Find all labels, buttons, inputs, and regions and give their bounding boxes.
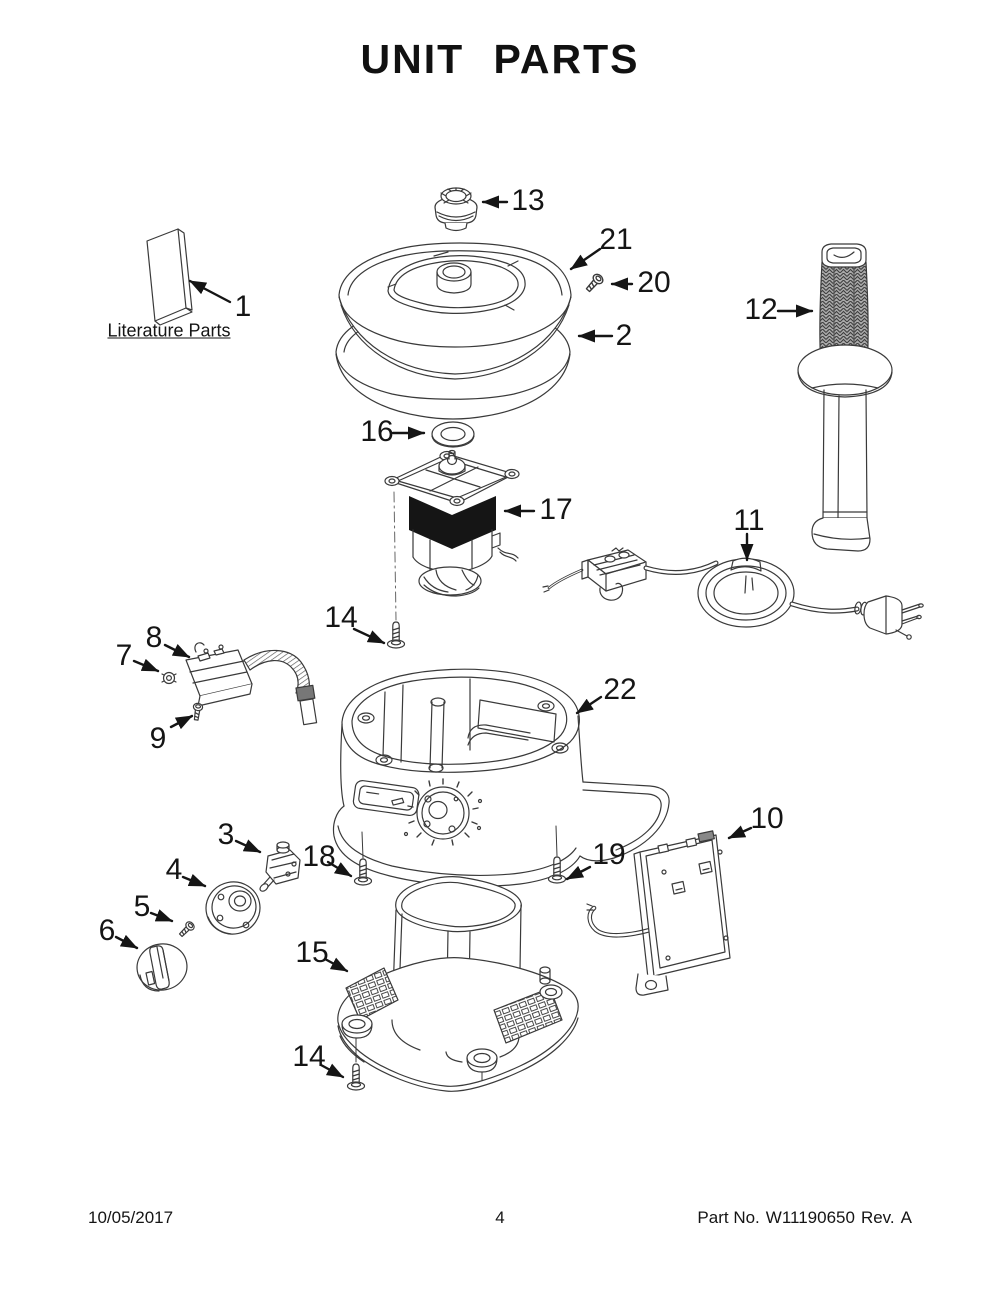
callout-22: 22 — [603, 673, 637, 706]
arrow-4 — [181, 873, 207, 888]
callout-8: 8 — [145, 621, 163, 654]
callout-18: 18 — [302, 840, 336, 873]
arrow-22 — [575, 695, 603, 715]
arrow-9 — [169, 714, 194, 730]
part-18-screw-drawing — [353, 858, 373, 886]
arrow-14-top — [352, 627, 386, 645]
callout-13: 13 — [511, 184, 545, 217]
footer-part-number: W11190650 — [765, 1208, 855, 1227]
part-8-board-drawing — [185, 642, 318, 726]
arrow-1 — [188, 279, 232, 304]
callout-6: 6 — [98, 914, 116, 947]
callout-3: 3 — [217, 818, 235, 851]
arrow-8 — [163, 643, 191, 659]
part-13-cap-drawing — [434, 187, 478, 232]
literature-parts-label: Literature Parts — [107, 320, 231, 341]
arrow-10 — [727, 825, 753, 840]
callout-9: 9 — [149, 722, 167, 755]
callout-10: 10 — [750, 802, 784, 835]
part-20-screw-drawing — [583, 271, 606, 295]
part-14-screw-top-drawing — [386, 621, 406, 649]
arrow-6 — [114, 934, 139, 950]
callout-19: 19 — [592, 838, 626, 871]
part-9-screw-drawing — [191, 702, 204, 722]
part-10-bracket-drawing — [586, 830, 731, 996]
callout-15: 15 — [295, 936, 329, 969]
callout-arrows — [114, 195, 814, 1079]
callout-14-bottom: 14 — [292, 1040, 326, 1073]
callout-12: 12 — [744, 293, 778, 326]
arrow-5 — [149, 909, 174, 923]
callout-16: 16 — [360, 415, 394, 448]
callout-5: 5 — [133, 890, 151, 923]
part-7-nut-drawing — [161, 671, 177, 685]
part-3-switch-drawing — [259, 841, 301, 892]
arrow-15 — [323, 957, 349, 973]
part-16-washer-drawing — [431, 421, 475, 448]
part-6-knob-drawing — [136, 943, 188, 992]
page-footer: 10/05/2017 4 Part No. W11190650 Rev. A — [0, 1208, 1000, 1234]
part-21-lid-drawing — [338, 242, 572, 380]
part-12-tamper-drawing — [797, 243, 893, 552]
part-22-housing-drawing — [332, 668, 670, 887]
part-17-motor-drawing — [384, 449, 520, 621]
part-11-cord-drawing — [542, 547, 924, 640]
arrow-7 — [132, 658, 160, 673]
footer-rev-value: A — [900, 1208, 912, 1227]
part-4-disc-drawing — [205, 881, 261, 935]
callout-14-top: 14 — [324, 601, 358, 634]
part-15-base-drawing — [337, 876, 579, 1092]
part-19-screw-drawing — [547, 856, 567, 884]
arrow-21 — [569, 247, 602, 271]
footer-part-info: Part No. W11190650 Rev. A — [697, 1208, 912, 1228]
footer-part-label: Part No. — [697, 1208, 760, 1227]
callout-4: 4 — [165, 853, 183, 886]
footer-rev-label: Rev. — [860, 1208, 895, 1227]
callout-21: 21 — [599, 223, 633, 256]
part-14-screw-bottom-drawing — [346, 1063, 366, 1091]
page-title: UNIT PARTS — [360, 36, 640, 82]
arrow-3 — [234, 839, 262, 854]
part-1-literature-drawing — [146, 228, 193, 326]
arrow-19 — [565, 865, 592, 881]
callout-17: 17 — [539, 493, 573, 526]
arrow-14-bottom — [319, 1063, 345, 1079]
callout-2: 2 — [615, 319, 633, 352]
part-5-screw-drawing — [176, 919, 197, 940]
arrow-18 — [326, 860, 353, 878]
callout-1: 1 — [234, 290, 252, 323]
callout-11: 11 — [733, 504, 765, 537]
footer-date: 10/05/2017 — [88, 1208, 174, 1227]
callout-20: 20 — [637, 266, 671, 299]
footer-page-number: 4 — [495, 1208, 505, 1227]
callout-7: 7 — [115, 639, 133, 672]
